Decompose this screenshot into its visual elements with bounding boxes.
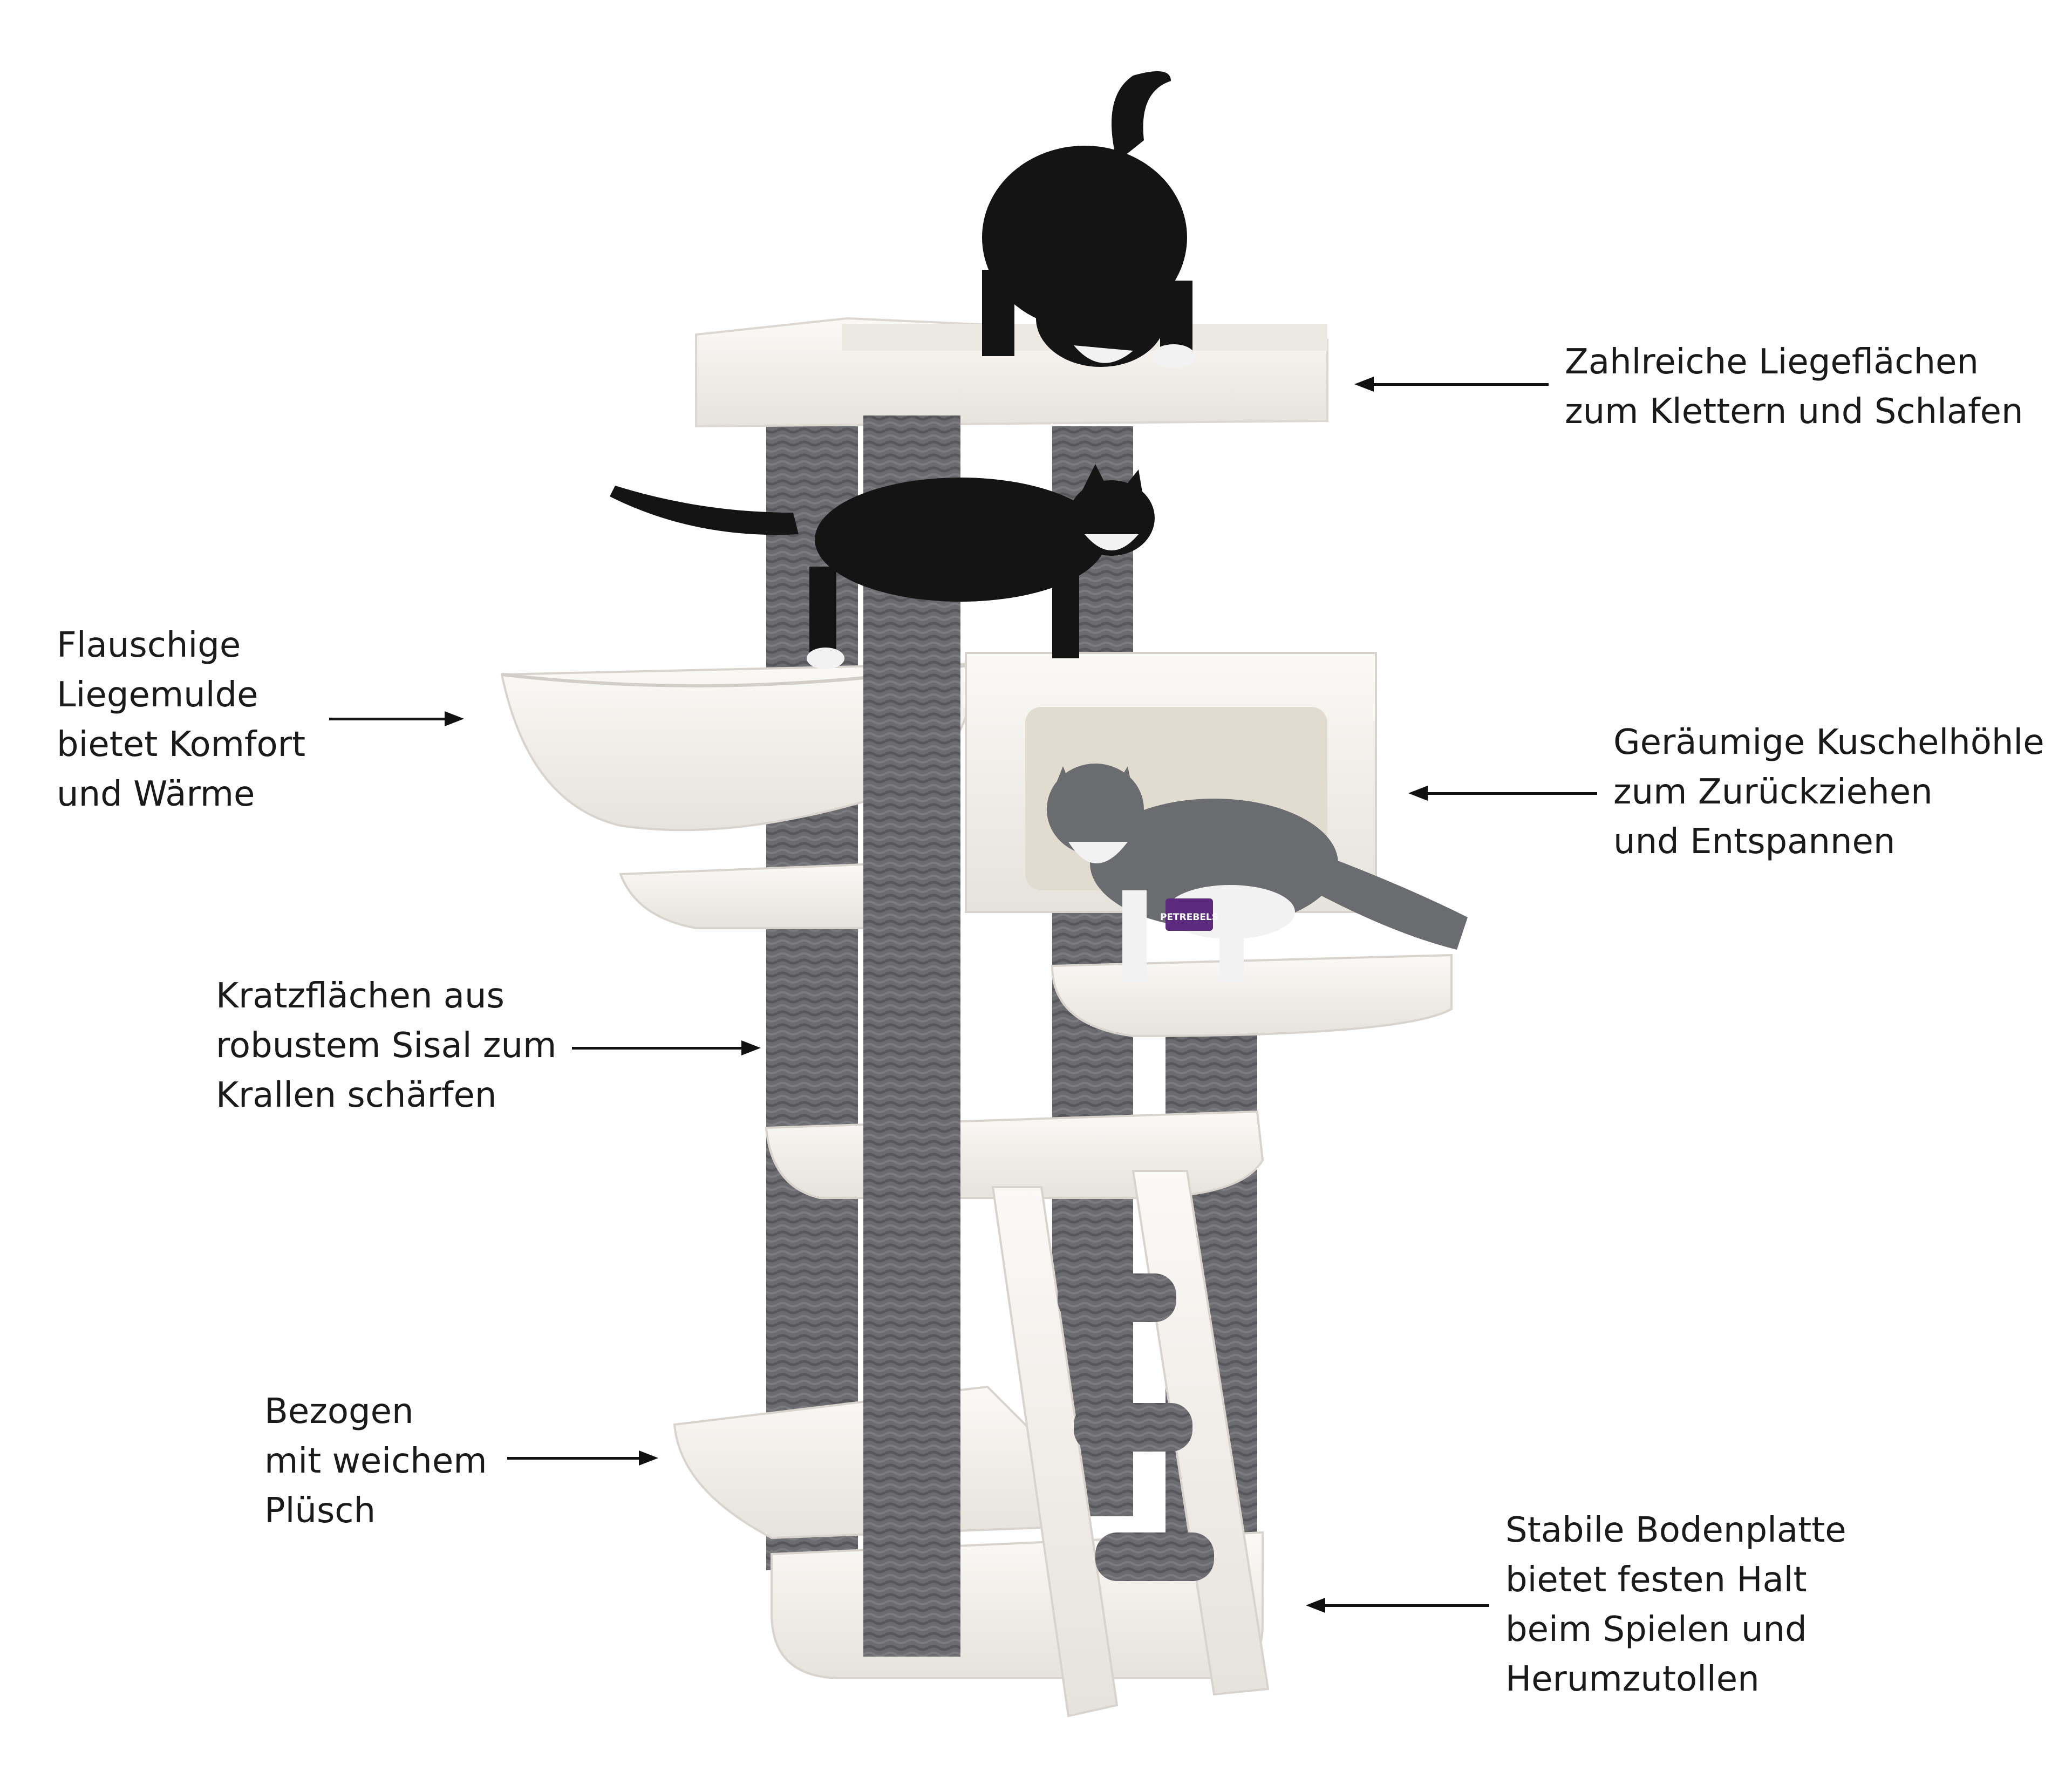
grey-white-cat: PETREBELS (1047, 764, 1468, 982)
arrow-hammock (329, 711, 464, 726)
black-white-cat-top (982, 71, 1195, 368)
front-sisal-post (863, 415, 960, 1657)
small-left-platform (619, 862, 891, 929)
right-platform (1051, 953, 1453, 1038)
arrow-sisal (572, 1040, 761, 1055)
petrebels-badge: PETREBELS (1160, 898, 1218, 931)
ladder (991, 1170, 1270, 1718)
arrow-plush (507, 1450, 658, 1466)
svg-text:PETREBELS: PETREBELS (1160, 912, 1218, 923)
arrow-cave (1408, 786, 1597, 801)
arrow-lying-surfaces (1354, 377, 1549, 392)
black-white-cat-middle (610, 464, 1155, 669)
arrow-base (1306, 1598, 1489, 1613)
